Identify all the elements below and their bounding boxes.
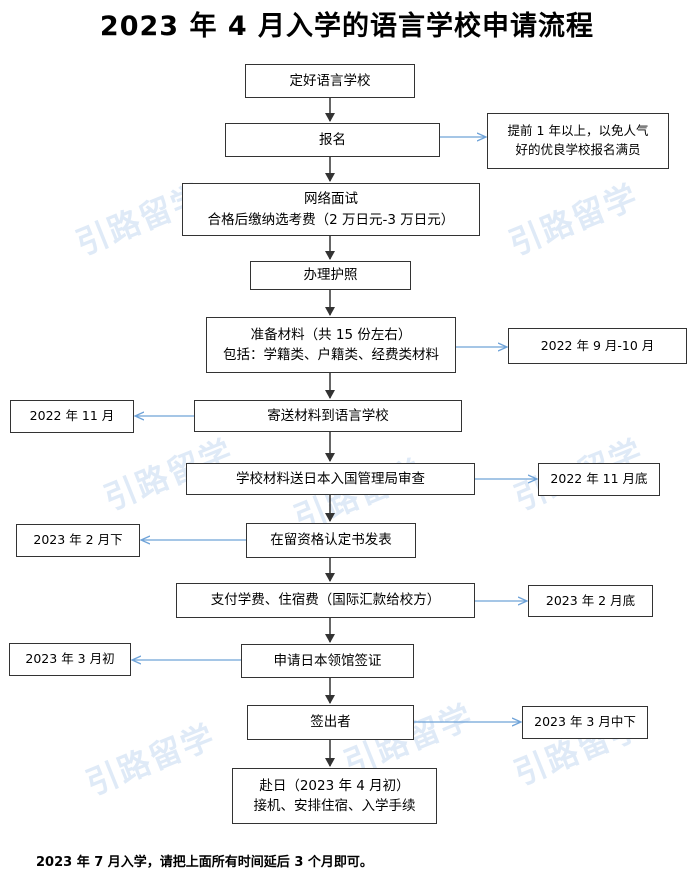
step-send-materials: 寄送材料到语言学校 [194,400,462,432]
step-choose-school: 定好语言学校 [245,64,415,98]
step-visa-application: 申请日本领馆签证 [241,644,414,678]
footer-note: 2023 年 7 月入学，请把上面所有时间延后 3 个月即可。 [36,855,373,870]
note-2023-mar-early: 2023 年 3 月初 [9,643,131,676]
step-text: 在留资格认定书发表 [270,532,392,549]
note-2022-sep-oct: 2022 年 9 月-10 月 [508,328,687,364]
step-text: 包括：学籍类、户籍类、经费类材料 [223,347,439,363]
step-text: 赴日（2023 年 4 月初） [259,777,410,794]
note-text: 2023 年 3 月中下 [534,714,636,730]
step-text: 办理护照 [303,267,358,284]
step-text: 合格后缴纳选考费（2 万日元-3 万日元） [207,211,455,228]
step-text: 寄送材料到语言学校 [267,407,389,424]
note-text: 2022 年 11 月 [29,408,115,424]
page-title: 2023 年 4 月入学的语言学校申请流程 [99,11,595,42]
note-text: 2022 年 11 月底 [550,471,648,487]
step-apply: 报名 [225,123,440,157]
step-text: 申请日本领馆签证 [273,652,382,669]
note-apply-early: 提前 1 年以上，以免人气 好的优良学校报名满员 [487,113,669,169]
note-text: 2023 年 2 月下 [33,532,123,548]
step-pay-fees: 支付学费、住宿费（国际汇款给校方） [176,583,475,618]
step-text: 网络面试 [304,191,358,208]
step-text: 学校材料送日本入国管理局审查 [236,470,425,487]
step-text: 报名 [319,131,346,148]
step-prepare-materials: 准备材料（共 15 份左右） 包括：学籍类、户籍类、经费类材料 [206,317,456,373]
note-text: 2023 年 2 月底 [545,592,636,608]
step-text: 签出者 [310,714,351,731]
step-text: 接机、安排住宿、入学手续 [253,798,416,814]
note-2023-feb-late: 2023 年 2 月下 [16,524,140,557]
note-text: 提前 1 年以上，以免人气 [507,123,649,139]
step-coe-issued: 在留资格认定书发表 [246,523,416,558]
step-visa-issued: 签出者 [247,705,414,740]
note-2022-nov: 2022 年 11 月 [10,400,134,433]
note-text: 2022 年 9 月-10 月 [540,337,655,353]
step-arrive-japan: 赴日（2023 年 4 月初） 接机、安排住宿、入学手续 [232,768,437,824]
note-text: 好的优良学校报名满员 [515,142,641,157]
note-2022-nov-end: 2022 年 11 月底 [538,463,660,496]
step-text: 定好语言学校 [289,72,371,89]
step-passport: 办理护照 [250,261,411,290]
step-text: 准备材料（共 15 份左右） [250,326,412,343]
note-2023-mar-mid-late: 2023 年 3 月中下 [522,706,648,739]
note-2023-feb-end: 2023 年 2 月底 [528,585,653,617]
step-interview: 网络面试 合格后缴纳选考费（2 万日元-3 万日元） [182,183,480,236]
step-text: 支付学费、住宿费（国际汇款给校方） [210,592,441,609]
step-immigration-review: 学校材料送日本入国管理局审查 [186,463,475,495]
note-text: 2023 年 3 月初 [25,651,115,667]
